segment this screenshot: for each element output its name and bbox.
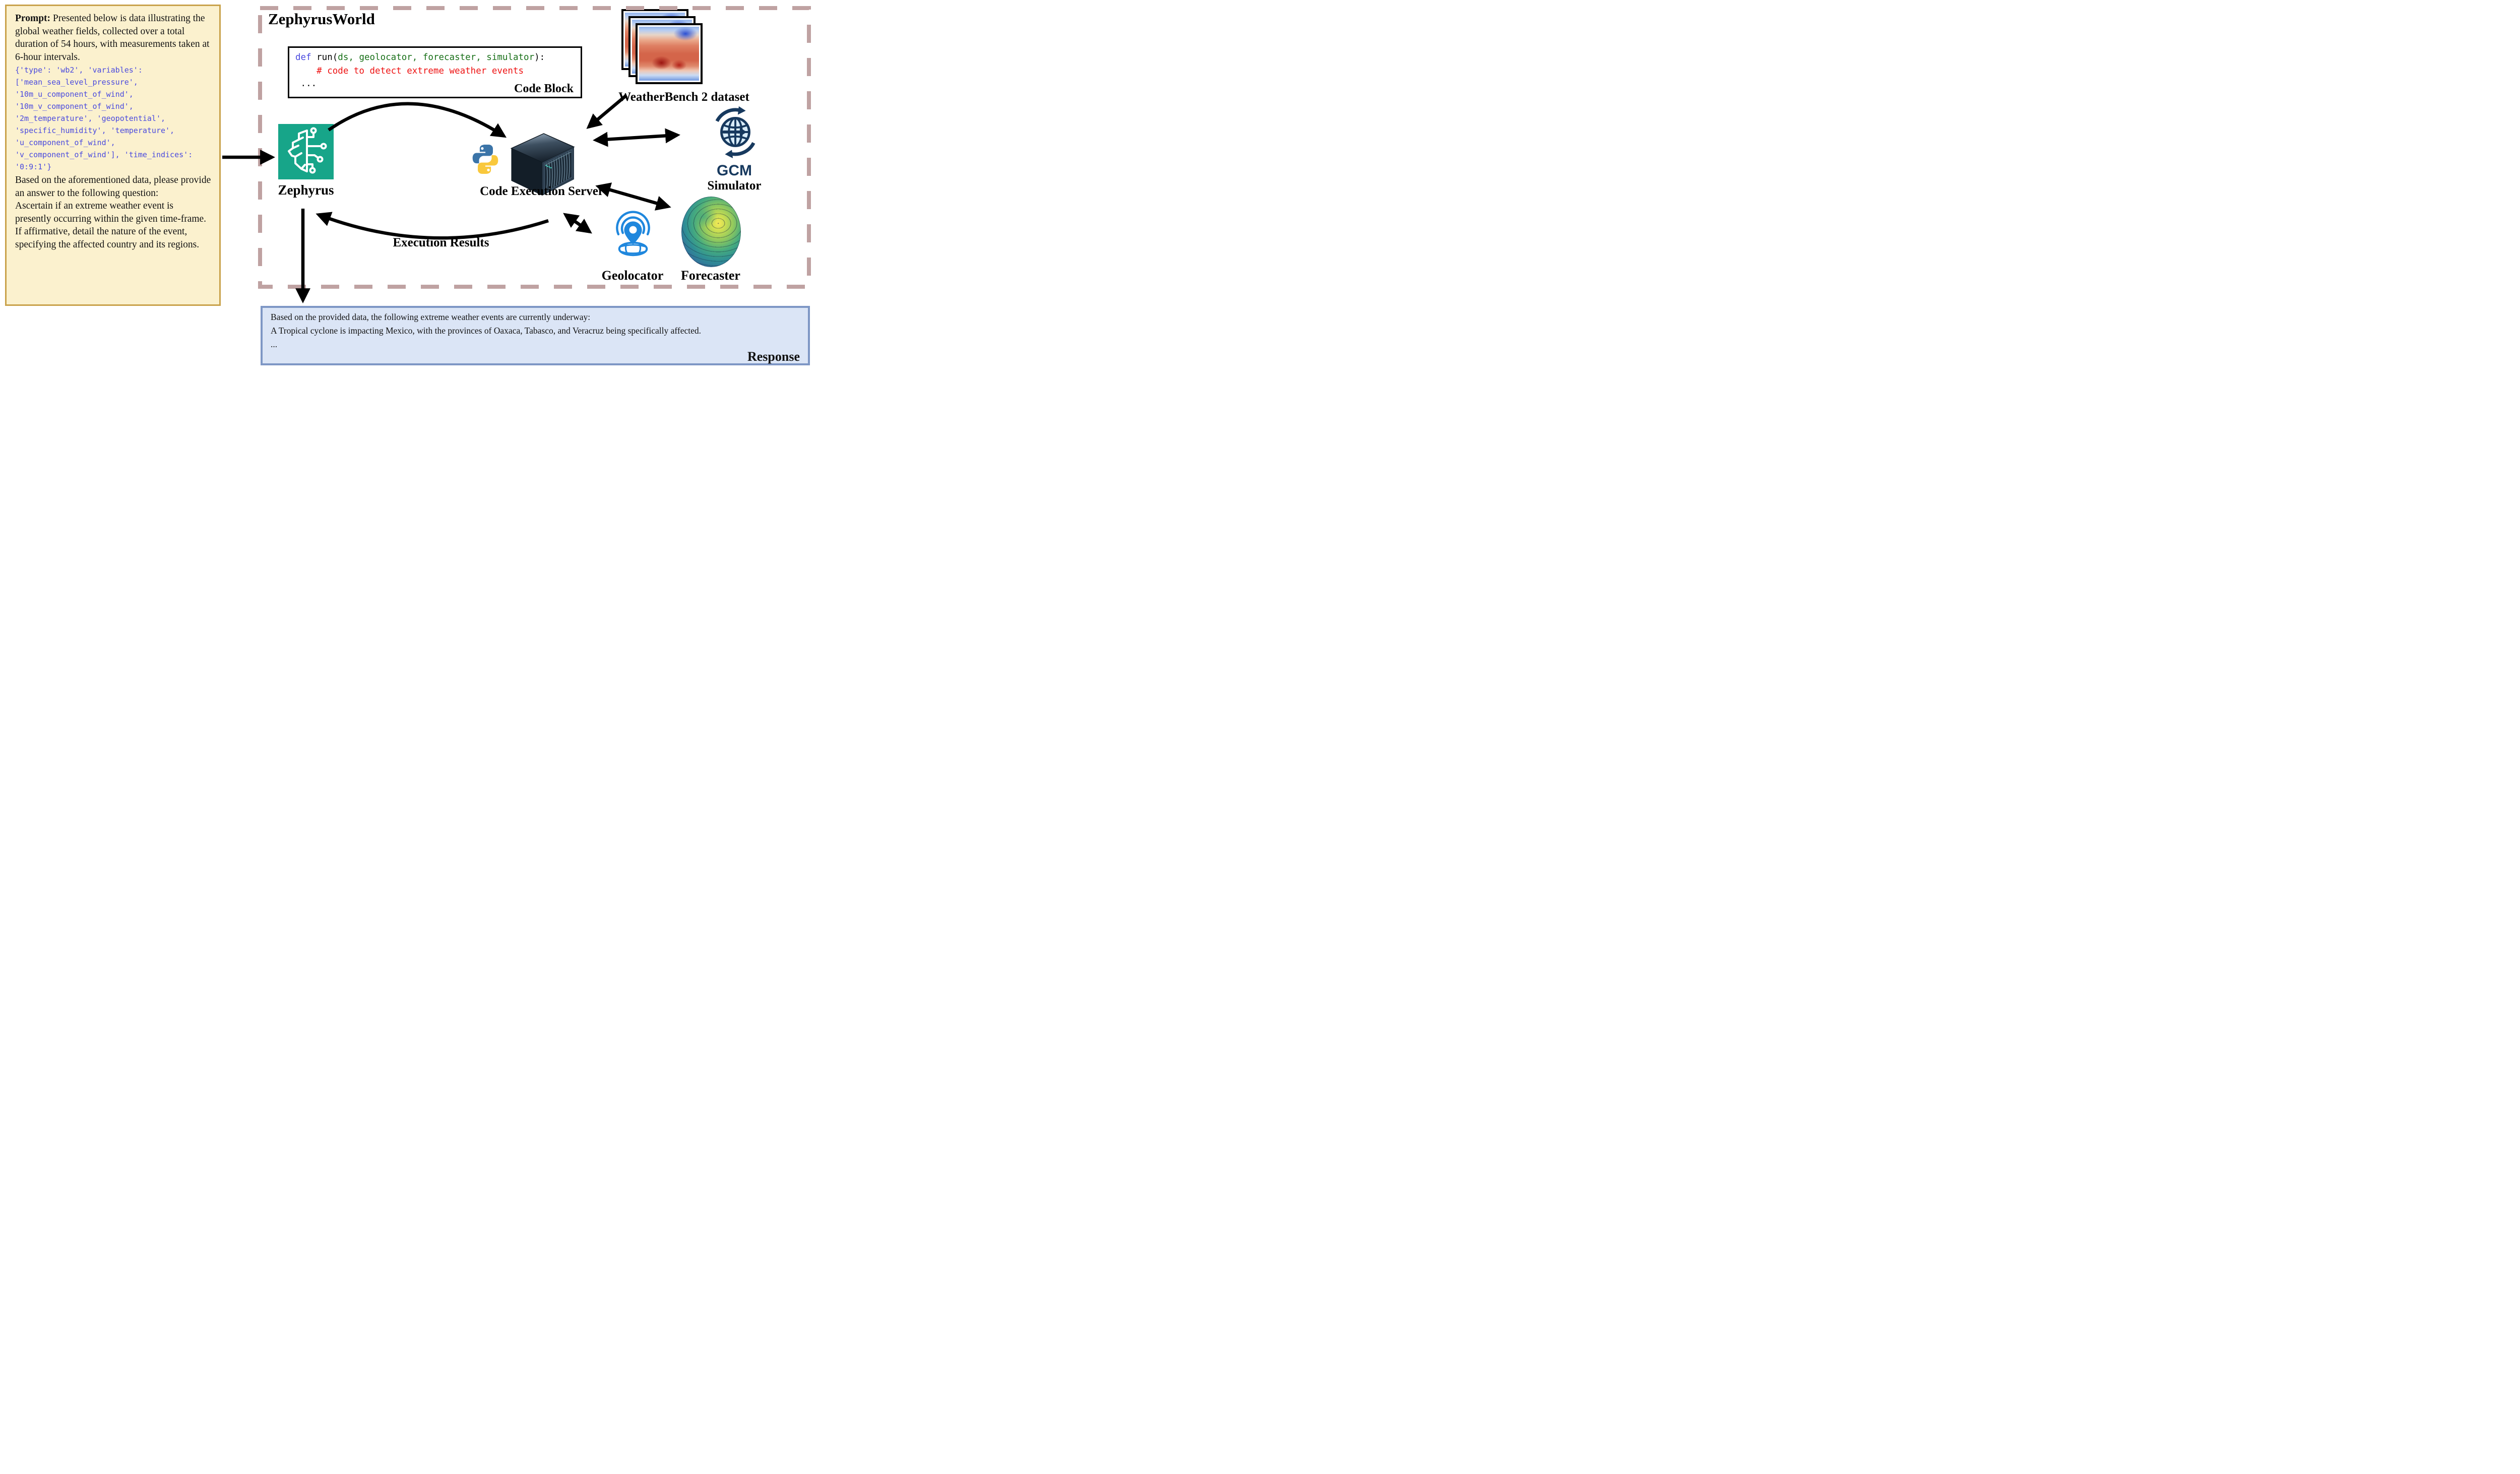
prompt-intro-text: Presented below is data illustrating the… bbox=[15, 13, 210, 62]
zephyrus-label: Zephyrus bbox=[278, 182, 334, 198]
response-line-2: A Tropical cyclone is impacting Mexico, … bbox=[271, 326, 702, 336]
execution-results-label: Execution Results bbox=[393, 236, 489, 249]
geolocator-label: Geolocator bbox=[601, 268, 664, 283]
code-line-1: def run(ds, geolocator, forecaster, simu… bbox=[295, 51, 575, 65]
prompt-label: Prompt: bbox=[15, 13, 51, 24]
prompt-intro: Prompt: Presented below is data illustra… bbox=[15, 12, 211, 63]
world-title: ZephyrusWorld bbox=[268, 10, 375, 28]
code-fn-open: run( bbox=[311, 52, 338, 62]
prompt-box: Prompt: Presented below is data illustra… bbox=[5, 5, 221, 306]
code-block: def run(ds, geolocator, forecaster, simu… bbox=[288, 46, 582, 98]
code-keyword: def bbox=[295, 52, 311, 62]
prompt-question: Based on the aforementioned data, please… bbox=[15, 175, 211, 250]
response-line-1: Based on the provided data, the followin… bbox=[271, 312, 591, 322]
response-line-3: ... bbox=[271, 339, 278, 349]
arrow-zephyrus-to-server bbox=[328, 102, 507, 138]
forecaster-label: Forecaster bbox=[681, 268, 740, 283]
forecaster-globe-icon bbox=[681, 197, 741, 267]
arrow-server-to-zephyrus bbox=[316, 212, 549, 240]
code-block-label: Code Block bbox=[514, 82, 574, 95]
code-comment: # code to detect extreme weather events bbox=[317, 66, 524, 76]
gcm-label: GCM bbox=[717, 162, 752, 179]
figure-canvas: Prompt: Presented below is data illustra… bbox=[0, 0, 814, 368]
python-logo-icon bbox=[472, 145, 498, 174]
arrow-server-gcm bbox=[593, 128, 680, 147]
server-label: Code Execution Server bbox=[480, 184, 604, 198]
weatherbench-maps-icon bbox=[621, 9, 707, 86]
gcm-simulator-label: Simulator bbox=[707, 179, 762, 193]
response-box: Based on the provided data, the followin… bbox=[261, 306, 810, 365]
zephyrus-brain-circuit-icon bbox=[278, 124, 334, 179]
geolocator-pin-icon bbox=[616, 211, 650, 257]
code-args: ds, geolocator, forecaster, simulator bbox=[338, 52, 535, 62]
weather-map-front bbox=[636, 23, 703, 84]
arrow-server-geolocator bbox=[563, 213, 592, 234]
code-fn-close: ): bbox=[534, 52, 545, 62]
prompt-data-spec: {'type': 'wb2', 'variables': ['mean_sea_… bbox=[15, 66, 193, 171]
response-label: Response bbox=[747, 349, 800, 364]
gcm-globe-icon bbox=[715, 106, 755, 159]
